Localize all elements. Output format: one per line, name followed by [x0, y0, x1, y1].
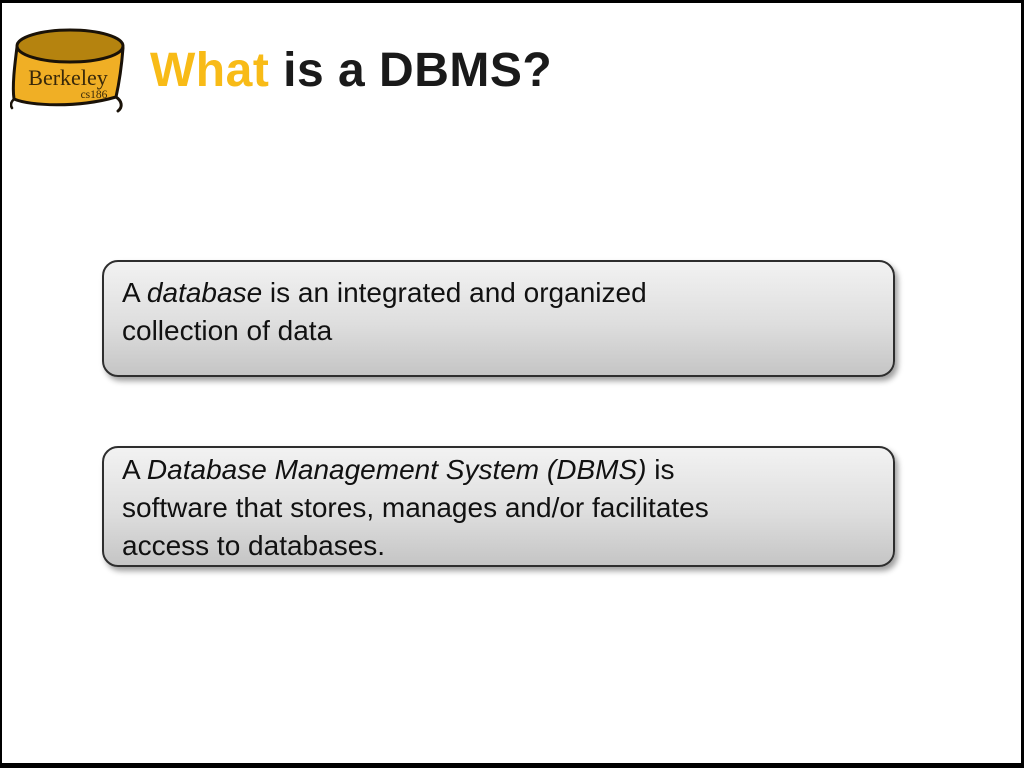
- berkeley-cs186-logo: Berkeley cs186: [10, 28, 125, 113]
- slide-title: What is a DBMS?: [150, 43, 552, 98]
- dbms-def-text-cont: is: [646, 454, 675, 485]
- logo-can-lid: [15, 28, 125, 64]
- database-def-text: A: [122, 277, 147, 308]
- dbms-def-text: A: [122, 454, 147, 485]
- logo-foot-stroke: [10, 97, 16, 110]
- dbms-term-italic: Database Management System (DBMS): [146, 454, 647, 485]
- dbms-def-line-1: A Database Management System (DBMS) is: [122, 451, 873, 489]
- definition-box-database: A database is an integrated and organize…: [102, 260, 895, 377]
- dbms-def-line-3: access to databases.: [122, 530, 386, 561]
- database-def-line-1: A database is an integrated and organize…: [122, 274, 873, 312]
- slide-title-rest: is a DBMS?: [269, 44, 553, 97]
- logo-berkeley-label: Berkeley: [28, 65, 107, 90]
- dbms-def-line-2: software that stores, manages and/or fac…: [122, 492, 709, 523]
- database-def-text-cont: is an integrated and organized: [262, 277, 647, 308]
- logo-tail-stroke: [114, 95, 123, 113]
- database-def-line-2: collection of data: [122, 315, 333, 346]
- logo-course-label: cs186: [81, 89, 108, 101]
- definition-box-dbms: A Database Management System (DBMS) is s…: [102, 446, 895, 567]
- slide-title-highlight: What: [150, 44, 270, 97]
- database-term-italic: database: [146, 277, 263, 308]
- title-row: Berkeley cs186 What is a DBMS?: [2, 3, 1021, 133]
